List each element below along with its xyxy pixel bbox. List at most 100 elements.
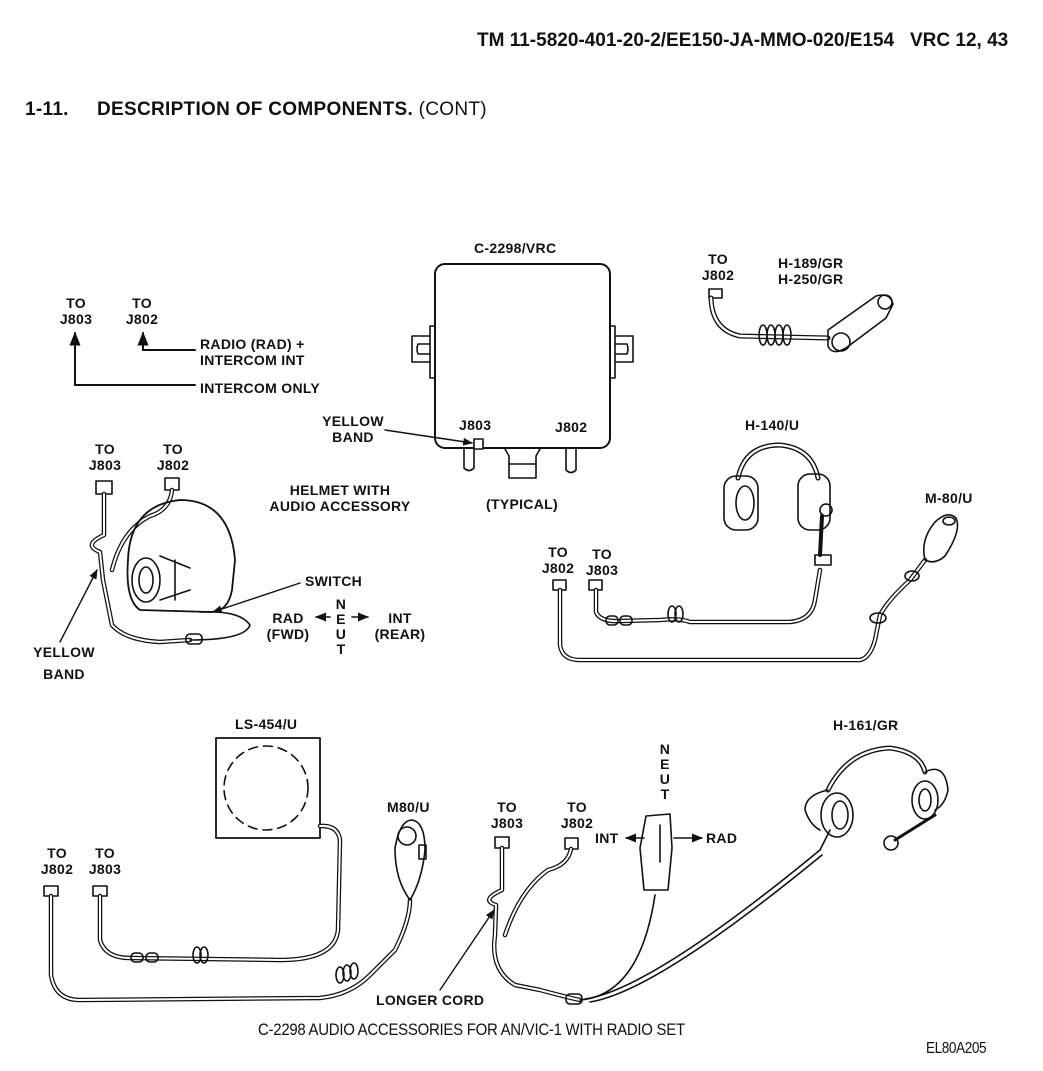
h140-mic-cord — [818, 514, 824, 557]
helmet-earcup — [131, 557, 161, 603]
label-to: TO — [497, 799, 517, 815]
handset-coil — [758, 324, 792, 346]
h161-mic — [883, 835, 899, 851]
m80-mic-body-lower — [394, 819, 426, 901]
cord-coupler — [619, 615, 633, 626]
cord-coil — [335, 966, 345, 984]
legend-radio-intercom: RADIO (RAD) +INTERCOM INT — [200, 336, 305, 368]
label-to: TO — [548, 544, 568, 560]
cord-coil — [869, 612, 887, 624]
rad-sub-text: (FWD) — [266, 626, 310, 642]
cord-coil — [667, 605, 677, 623]
speaker-cord-inner — [99, 824, 341, 961]
yellow-band-marker — [473, 438, 484, 450]
m80-cord-upper-inner — [559, 559, 926, 661]
m80-title-upper: M-80/U — [925, 490, 973, 506]
control-box-jack-j802: J802 — [555, 419, 588, 435]
label-jack: J802 — [125, 311, 159, 327]
cord-coupler — [145, 952, 159, 963]
handset-mouthpiece — [877, 294, 893, 310]
label-to: TO — [567, 799, 587, 815]
h140-headband-inner — [736, 443, 820, 480]
m80-cord-lower-inner — [50, 895, 411, 1001]
cord-coil — [349, 962, 359, 980]
cord-coil — [342, 964, 352, 982]
legend-radio-line1: RADIO (RAD) + — [200, 336, 305, 352]
figure-caption: C-2298 AUDIO ACCESSORIES FOR AN/VIC-1 WI… — [258, 1020, 685, 1039]
int-text: INT — [388, 610, 412, 626]
helmet-shell — [126, 499, 236, 613]
h140-title: H-140/U — [745, 417, 800, 433]
label-jack: J803 — [585, 562, 619, 578]
label-jack: J802 — [156, 457, 190, 473]
helmet-earcup-inner — [138, 566, 154, 594]
control-box-jack-j803: J803 — [459, 417, 492, 433]
m80-mic-grille — [942, 516, 956, 526]
label-jack: J802 — [541, 560, 575, 576]
switch-pointer — [212, 582, 301, 613]
handset-plug — [708, 288, 723, 299]
cord-coil — [674, 605, 684, 623]
yellow-band-pointer — [384, 429, 473, 446]
label-jack: J802 — [560, 815, 594, 831]
section-number: 1-11. — [25, 99, 69, 120]
speaker-box — [215, 737, 321, 839]
control-box-drawing — [384, 263, 634, 479]
cord-coil — [192, 946, 202, 964]
control-box-typical-note: (TYPICAL) — [486, 496, 558, 512]
h140-left-earcup — [723, 475, 759, 531]
label-jack: J802 — [40, 861, 74, 877]
handset-drawing — [708, 288, 894, 353]
m80-mic-grille — [397, 826, 417, 846]
h161-right-strap — [924, 768, 949, 811]
helmet-rad-label: RAD(FWD) — [262, 610, 314, 642]
h161-left-earcup — [820, 792, 854, 838]
neut-letter: E — [660, 756, 670, 772]
neut-letter: T — [336, 641, 346, 657]
cord-coupler — [130, 952, 144, 963]
jack-j802-connector — [565, 448, 577, 474]
neut-letter: N — [335, 596, 347, 612]
section-heading: 1-11.DESCRIPTION OF COMPONENTS. (CONT) — [25, 99, 487, 120]
speaker-drawing — [43, 737, 427, 1003]
longer-cord-pointer — [439, 909, 495, 991]
int-sub-text: (REAR) — [374, 626, 426, 642]
h161-left-strap — [804, 789, 829, 831]
h161-int-label: INT — [595, 830, 619, 846]
jack-j803-connector — [463, 448, 475, 472]
cord-coil — [904, 570, 920, 582]
h140-headband — [735, 442, 821, 481]
h161-neut-label: N E U T — [658, 742, 672, 802]
document-number: TM 11-5820-401-20-2/EE150-JA-MMO-020/E15… — [477, 31, 1008, 50]
label-to: TO — [95, 441, 115, 457]
h161-rad-label: RAD — [706, 830, 738, 846]
label-jack: J803 — [88, 861, 122, 877]
h140-drawing — [552, 442, 959, 663]
h161-cord-j802-inner — [504, 848, 572, 936]
h161-headband-inner — [826, 746, 927, 792]
m80-cord-upper — [557, 557, 928, 663]
helmet-yellow-band-pointer — [59, 569, 98, 643]
h140-headset-cord — [593, 567, 823, 625]
label-to: TO — [592, 546, 612, 562]
helmet-cord-inner — [91, 493, 191, 643]
handset-cord-inner — [709, 296, 830, 340]
legend-intercom-only: INTERCOM ONLY — [200, 380, 321, 396]
m80-title-lower: M80/U — [387, 799, 430, 815]
neut-letter: T — [660, 786, 670, 802]
control-box-title: C-2298/VRC — [474, 240, 557, 256]
helmet-int-label: INT(REAR) — [370, 610, 430, 642]
h140-left-earcup-inner — [735, 485, 755, 521]
neut-letter: U — [335, 626, 347, 642]
control-box-bracket-left — [411, 335, 431, 363]
